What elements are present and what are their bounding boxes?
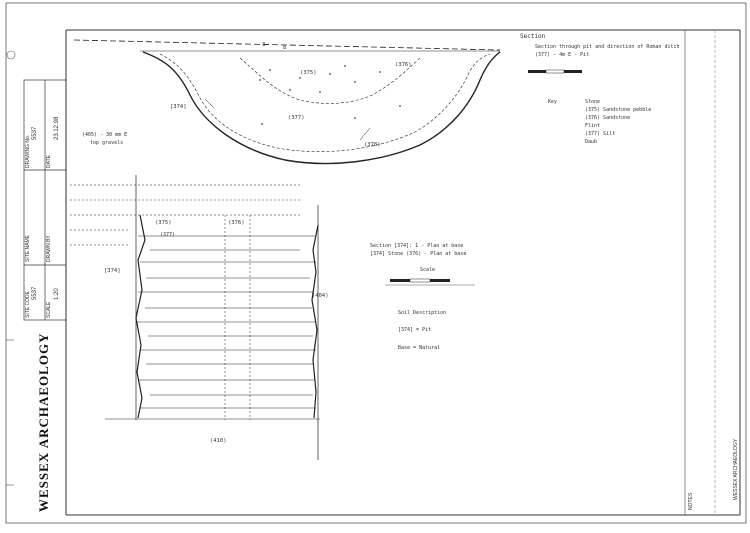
plan-label-376: (376)	[228, 220, 245, 226]
section-note-1: (405) - 30 mm E	[82, 132, 127, 138]
plan-label-374: [374]	[104, 268, 121, 274]
section-fill-378: (378)	[364, 142, 381, 148]
legend-item-375: (375) Sandstone pebble	[585, 107, 651, 113]
outer-border	[5, 2, 747, 524]
pit-section	[73, 39, 501, 165]
edge-marks	[6, 50, 16, 486]
title-block	[23, 79, 67, 321]
site-code-value: 5537	[32, 286, 38, 300]
pit-cut-line	[142, 51, 501, 165]
plan-note-2: [374] Stone (376) - Plan at base	[370, 251, 466, 257]
plan-hachures	[137, 235, 316, 409]
date-value: 23.12.98	[54, 116, 60, 140]
site-name-label: SITE NAME	[25, 235, 31, 262]
plan-label-404: (404)	[312, 293, 329, 299]
scale-bar-mid	[385, 278, 475, 286]
plan-label-375: (375)	[155, 220, 172, 226]
plan-grid-dashes	[70, 184, 300, 420]
legend-item-stone: Stone	[585, 99, 600, 105]
key-top-legend-items: Stone (375) Sandstone pebble (376) Sands…	[585, 99, 651, 145]
legend-item-377: (377) Silt	[585, 131, 615, 137]
date-label: DATE	[46, 155, 52, 168]
section-fill-376: (376)	[395, 62, 412, 68]
scale-label: SCALE	[46, 301, 52, 318]
section-cut-374: [374]	[170, 104, 187, 110]
section-label-3: 3	[262, 42, 265, 48]
key-mid-scale-title: Scale	[420, 267, 435, 273]
fill-boundary-upper	[239, 57, 421, 104]
legend-item-376: (376) Sandstone	[585, 115, 630, 121]
plan-note-1: Section [374]: 1 - Plan at base	[370, 243, 463, 249]
plan-label-377: (377)	[160, 232, 175, 238]
key-mid-legend-3: Base = Natural	[398, 345, 440, 351]
plan-label-410: (410)	[210, 438, 227, 444]
key-top-title: Section	[520, 33, 546, 40]
section-label-8: 8	[283, 45, 286, 51]
leader-378	[359, 127, 371, 141]
leader-374	[204, 98, 215, 109]
company-name: WESSEX ARCHAEOLOGY	[36, 332, 51, 512]
key-top-line-2: (377) - 4m E - Pit	[535, 52, 589, 58]
scale-bar-top	[528, 69, 582, 74]
scale-value: 1:20	[54, 288, 60, 300]
legend-item-flint: Flint	[585, 123, 600, 129]
key-top-line-1: Section through pit and direction of Rom…	[535, 44, 680, 50]
side-text: WESSEX ARCHAEOLOGY	[733, 438, 739, 500]
section-fill-375: (375)	[300, 70, 317, 76]
datum-line	[73, 39, 501, 51]
section-note-2: top gravels	[90, 140, 123, 146]
drawing-no-value: 5537	[32, 126, 38, 140]
stone-inclusions	[259, 65, 401, 125]
drawing-no-label: DRAWING No.	[25, 134, 31, 168]
plan-west-edge	[135, 214, 146, 419]
section-fill-377: (377)	[288, 115, 305, 121]
site-code-label: SITE CODE	[25, 291, 31, 318]
key-mid-legend-2: [374] = Pit	[398, 327, 431, 333]
drawn-by-label: DRAWN BY	[46, 235, 52, 262]
notes-label: NOTES	[688, 492, 694, 510]
legend-item-daub: Daub	[585, 139, 597, 145]
key-top-legend-label: Key	[548, 99, 557, 105]
plan-east-edge	[311, 224, 319, 419]
key-mid-legend-1: Soil Description	[398, 310, 446, 316]
fill-boundary-lower	[159, 53, 491, 152]
pit-plan	[70, 175, 320, 460]
